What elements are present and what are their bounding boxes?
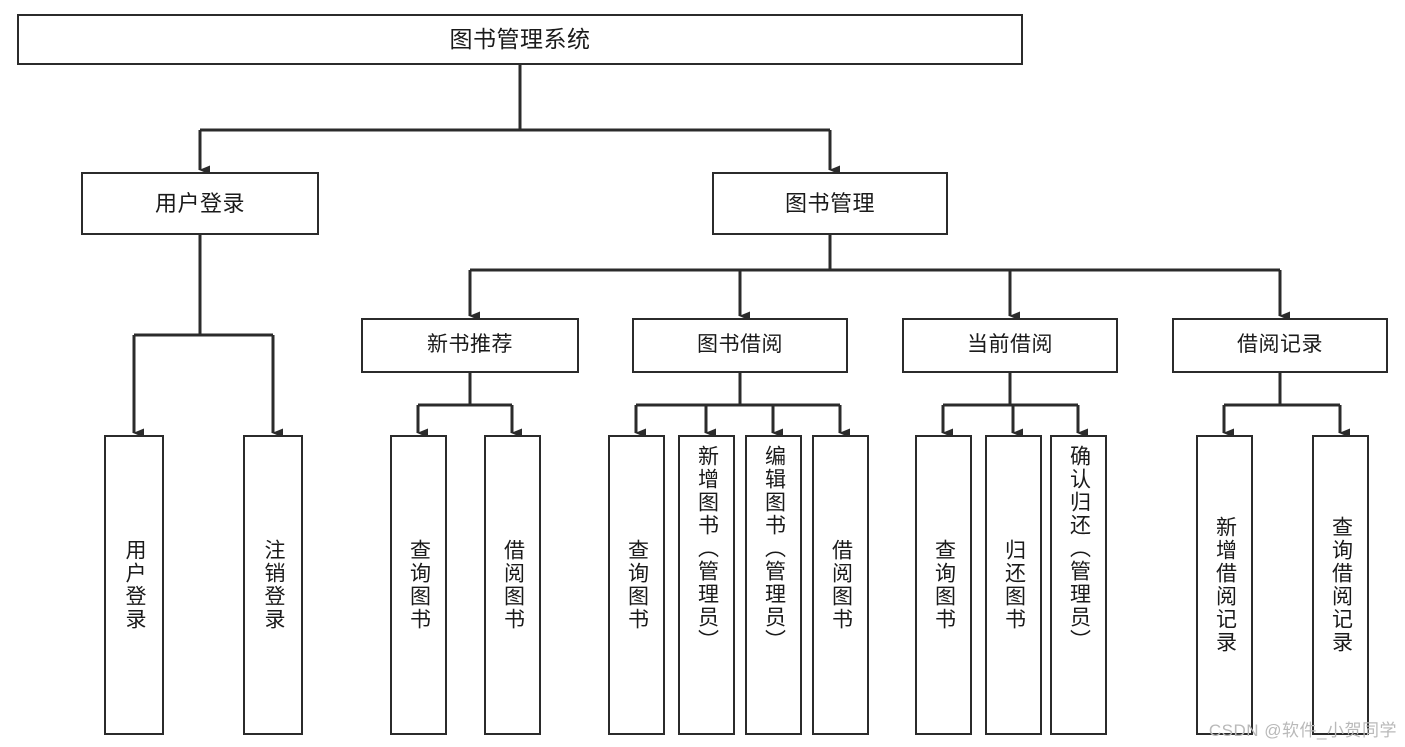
node-root-label: 图书管理系统 — [449, 25, 591, 52]
leaf-inner: 新增图书（管理员） — [680, 437, 733, 733]
leaf-inner: 查询图书 — [392, 437, 445, 733]
node-leaf-add-borrow-record-label: 新增借阅记录 — [1213, 516, 1237, 654]
node-leaf-edit-book-admin-label: 编辑图书（管理员） — [762, 445, 786, 652]
node-borrow-record-label: 借阅记录 — [1237, 333, 1323, 357]
node-leaf-confirm-return-admin-label: 确认归还（管理员） — [1067, 445, 1091, 652]
node-leaf-user-login[interactable]: 用户登录 — [104, 435, 164, 735]
node-leaf-add-borrow-record[interactable]: 新增借阅记录 — [1196, 435, 1253, 735]
node-leaf-confirm-return-admin[interactable]: 确认归还（管理员） — [1050, 435, 1107, 735]
leaf-inner: 查询图书 — [610, 437, 663, 733]
node-leaf-user-login-label: 用户登录 — [123, 539, 147, 631]
node-leaf-logout-label: 注销登录 — [262, 539, 286, 631]
leaf-inner: 新增借阅记录 — [1198, 437, 1251, 733]
leaf-inner: 查询图书 — [917, 437, 970, 733]
watermark: CSDN @软件_小贺同学 — [1208, 721, 1397, 740]
node-leaf-borrow-book-recommend[interactable]: 借阅图书 — [484, 435, 541, 735]
node-leaf-query-borrow-record[interactable]: 查询借阅记录 — [1312, 435, 1369, 735]
node-book-management[interactable]: 图书管理 — [712, 172, 948, 235]
node-leaf-logout[interactable]: 注销登录 — [243, 435, 303, 735]
node-borrow-record[interactable]: 借阅记录 — [1172, 318, 1388, 373]
node-new-book-recommend[interactable]: 新书推荐 — [361, 318, 579, 373]
node-leaf-query-book-current-label: 查询图书 — [932, 539, 956, 631]
leaf-inner: 归还图书 — [987, 437, 1040, 733]
leaf-inner: 编辑图书（管理员） — [747, 437, 800, 733]
node-user-login[interactable]: 用户登录 — [81, 172, 319, 235]
node-leaf-add-book-admin[interactable]: 新增图书（管理员） — [678, 435, 735, 735]
node-book-borrow[interactable]: 图书借阅 — [632, 318, 848, 373]
node-leaf-return-book[interactable]: 归还图书 — [985, 435, 1042, 735]
leaf-inner: 确认归还（管理员） — [1052, 437, 1105, 733]
node-leaf-return-book-label: 归还图书 — [1002, 539, 1026, 631]
node-leaf-query-book-recommend[interactable]: 查询图书 — [390, 435, 447, 735]
node-leaf-add-book-admin-label: 新增图书（管理员） — [695, 445, 719, 652]
node-leaf-borrow-book-label: 借阅图书 — [829, 539, 853, 631]
leaf-inner: 注销登录 — [245, 437, 301, 733]
node-leaf-query-borrow-record-label: 查询借阅记录 — [1329, 516, 1353, 654]
node-leaf-edit-book-admin[interactable]: 编辑图书（管理员） — [745, 435, 802, 735]
node-leaf-borrow-book-recommend-label: 借阅图书 — [501, 539, 525, 631]
node-current-borrow-label: 当前借阅 — [967, 333, 1053, 357]
node-leaf-query-book-borrow-label: 查询图书 — [625, 539, 649, 631]
node-leaf-query-book-current[interactable]: 查询图书 — [915, 435, 972, 735]
node-book-borrow-label: 图书借阅 — [697, 333, 783, 357]
leaf-inner: 借阅图书 — [486, 437, 539, 733]
node-current-borrow[interactable]: 当前借阅 — [902, 318, 1118, 373]
leaf-inner: 查询借阅记录 — [1314, 437, 1367, 733]
leaf-inner: 借阅图书 — [814, 437, 867, 733]
node-leaf-borrow-book[interactable]: 借阅图书 — [812, 435, 869, 735]
node-root[interactable]: 图书管理系统 — [17, 14, 1023, 65]
node-leaf-query-book-borrow[interactable]: 查询图书 — [608, 435, 665, 735]
node-user-login-label: 用户登录 — [154, 190, 245, 216]
node-new-book-recommend-label: 新书推荐 — [427, 333, 513, 357]
node-leaf-query-book-recommend-label: 查询图书 — [407, 539, 431, 631]
leaf-inner: 用户登录 — [106, 437, 162, 733]
node-book-management-label: 图书管理 — [784, 190, 875, 216]
